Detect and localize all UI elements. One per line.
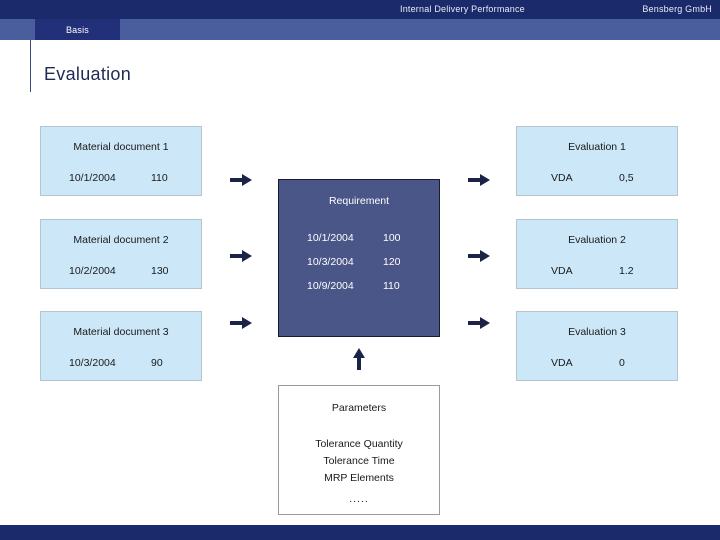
arrow-right-icon: [468, 317, 490, 329]
evaluation-label: VDA: [551, 357, 573, 369]
requirement-date: 10/3/2004: [307, 256, 354, 268]
requirement-rows: 10/1/2004 100 10/3/2004 120 10/9/2004 11…: [279, 232, 439, 304]
evaluation-value: 0: [619, 357, 625, 369]
arrow-shaft: [230, 178, 243, 182]
evaluation-label: VDA: [551, 172, 573, 184]
material-document-heading: Material document 3: [73, 326, 169, 338]
material-document-quantity: 110: [151, 172, 168, 184]
parameter-item: Tolerance Time: [323, 455, 395, 467]
arrow-head: [242, 250, 252, 262]
arrow-shaft: [468, 321, 481, 325]
parameters-box[interactable]: Parameters Tolerance Quantity Tolerance …: [278, 385, 440, 515]
material-document-heading: Material document 1: [73, 141, 169, 153]
material-document-date: 10/2/2004: [69, 265, 116, 277]
nav-bar: [0, 19, 720, 40]
requirement-date: 10/1/2004: [307, 232, 354, 244]
header-title: Internal Delivery Performance: [400, 4, 525, 14]
evaluation-box-3[interactable]: Evaluation 3 VDA 0: [516, 311, 678, 381]
tab-basis[interactable]: Basis: [35, 19, 120, 40]
parameter-item: MRP Elements: [324, 472, 394, 484]
arrow-right-icon: [230, 174, 252, 186]
requirement-row: 10/1/2004 100: [279, 232, 439, 256]
material-document-date: 10/1/2004: [69, 172, 116, 184]
requirement-box[interactable]: Requirement 10/1/2004 100 10/3/2004 120 …: [278, 179, 440, 337]
arrow-shaft: [468, 254, 481, 258]
requirement-row: 10/3/2004 120: [279, 256, 439, 280]
arrow-head: [480, 250, 490, 262]
arrow-head: [480, 174, 490, 186]
requirement-quantity: 100: [383, 232, 401, 244]
requirement-heading: Requirement: [328, 195, 390, 207]
arrow-right-icon: [230, 317, 252, 329]
header-company-name: Bensberg GmbH: [642, 4, 712, 14]
arrow-shaft: [230, 254, 243, 258]
parameter-item: Tolerance Quantity: [315, 438, 403, 450]
arrow-shaft: [468, 178, 481, 182]
evaluation-heading: Evaluation 2: [568, 234, 626, 246]
evaluation-box-2[interactable]: Evaluation 2 VDA 1.2: [516, 219, 678, 289]
arrow-shaft: [230, 321, 243, 325]
material-document-quantity: 90: [151, 357, 163, 369]
requirement-date: 10/9/2004: [307, 280, 354, 292]
material-document-heading: Material document 2: [73, 234, 169, 246]
arrow-right-icon: [468, 174, 490, 186]
parameters-heading: Parameters: [331, 402, 387, 414]
arrow-head: [480, 317, 490, 329]
evaluation-heading: Evaluation 1: [568, 141, 626, 153]
arrow-head: [242, 174, 252, 186]
material-document-box-3[interactable]: Material document 3 10/3/2004 90: [40, 311, 202, 381]
arrow-shaft: [357, 357, 361, 370]
requirement-quantity: 110: [383, 280, 400, 292]
page-title: Evaluation: [44, 64, 132, 84]
material-document-box-1[interactable]: Material document 1 10/1/2004 110: [40, 126, 202, 196]
evaluation-heading: Evaluation 3: [568, 326, 626, 338]
parameter-ellipsis: .....: [349, 493, 369, 505]
arrow-head: [242, 317, 252, 329]
material-document-quantity: 130: [151, 265, 169, 277]
header-bar: Internal Delivery Performance Bensberg G…: [0, 0, 720, 19]
parameters-list: Tolerance Quantity Tolerance Time MRP El…: [279, 436, 439, 508]
requirement-row: 10/9/2004 110: [279, 280, 439, 304]
arrow-head: [353, 348, 365, 358]
arrow-up-icon: [353, 348, 365, 370]
arrow-right-icon: [468, 250, 490, 262]
material-document-box-2[interactable]: Material document 2 10/2/2004 130: [40, 219, 202, 289]
evaluation-box-1[interactable]: Evaluation 1 VDA 0,5: [516, 126, 678, 196]
requirement-quantity: 120: [383, 256, 401, 268]
evaluation-value: 0,5: [619, 172, 634, 184]
title-divider-rule: [30, 40, 31, 92]
evaluation-value: 1.2: [619, 265, 634, 277]
footer-bar: [0, 525, 720, 540]
arrow-right-icon: [230, 250, 252, 262]
evaluation-label: VDA: [551, 265, 573, 277]
material-document-date: 10/3/2004: [69, 357, 116, 369]
